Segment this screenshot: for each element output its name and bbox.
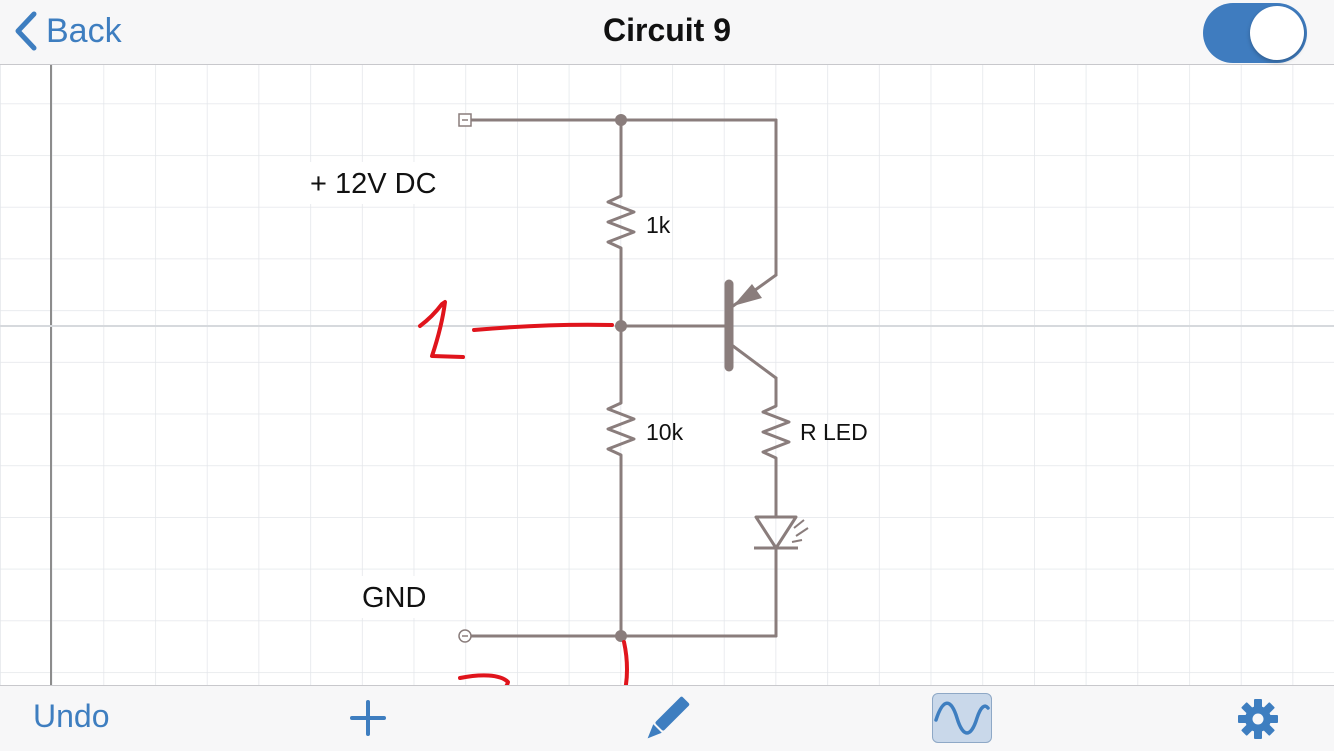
add-component-button[interactable] <box>350 700 386 736</box>
bottom-toolbar: Undo <box>0 685 1334 751</box>
resistor-1k <box>606 173 636 277</box>
ground-label: GND <box>362 582 426 614</box>
resistor-rled-label: R LED <box>800 419 868 445</box>
resistor-rled <box>761 398 791 464</box>
mode-toggle[interactable] <box>1203 3 1307 63</box>
junction-base <box>615 320 627 332</box>
pnp-transistor-icon <box>670 273 778 380</box>
back-label: Back <box>46 11 122 50</box>
schematic-canvas[interactable]: + 12V DC GND 1k 10k R LED <box>0 65 1334 685</box>
supply-label: + 12V DC <box>310 168 437 200</box>
toggle-knob <box>1250 6 1304 60</box>
sine-wave-icon <box>934 701 990 735</box>
back-button[interactable]: Back <box>14 8 122 54</box>
resistor-10k <box>606 378 636 482</box>
junction-top <box>615 114 627 126</box>
plus-icon <box>350 700 386 736</box>
pencil-icon <box>647 696 690 739</box>
schematic-svg: + 12V DC GND 1k 10k R LED <box>0 65 1334 685</box>
undo-button[interactable]: Undo <box>33 698 110 734</box>
annotation-2 <box>458 640 629 685</box>
led-diode-icon <box>754 515 809 550</box>
edit-button[interactable] <box>640 694 692 746</box>
grid-background <box>0 65 1334 685</box>
navigation-bar: Back Circuit 9 <box>0 0 1334 65</box>
annotation-1 <box>418 300 614 359</box>
page-title: Circuit 9 <box>602 12 732 48</box>
settings-button[interactable] <box>1237 698 1279 740</box>
junction-ground <box>615 630 627 642</box>
simulate-button[interactable] <box>932 693 992 743</box>
resistor-1k-label: 1k <box>646 212 671 238</box>
gear-icon <box>1238 699 1278 739</box>
chevron-left-icon <box>15 11 37 51</box>
resistor-10k-label: 10k <box>646 419 684 445</box>
